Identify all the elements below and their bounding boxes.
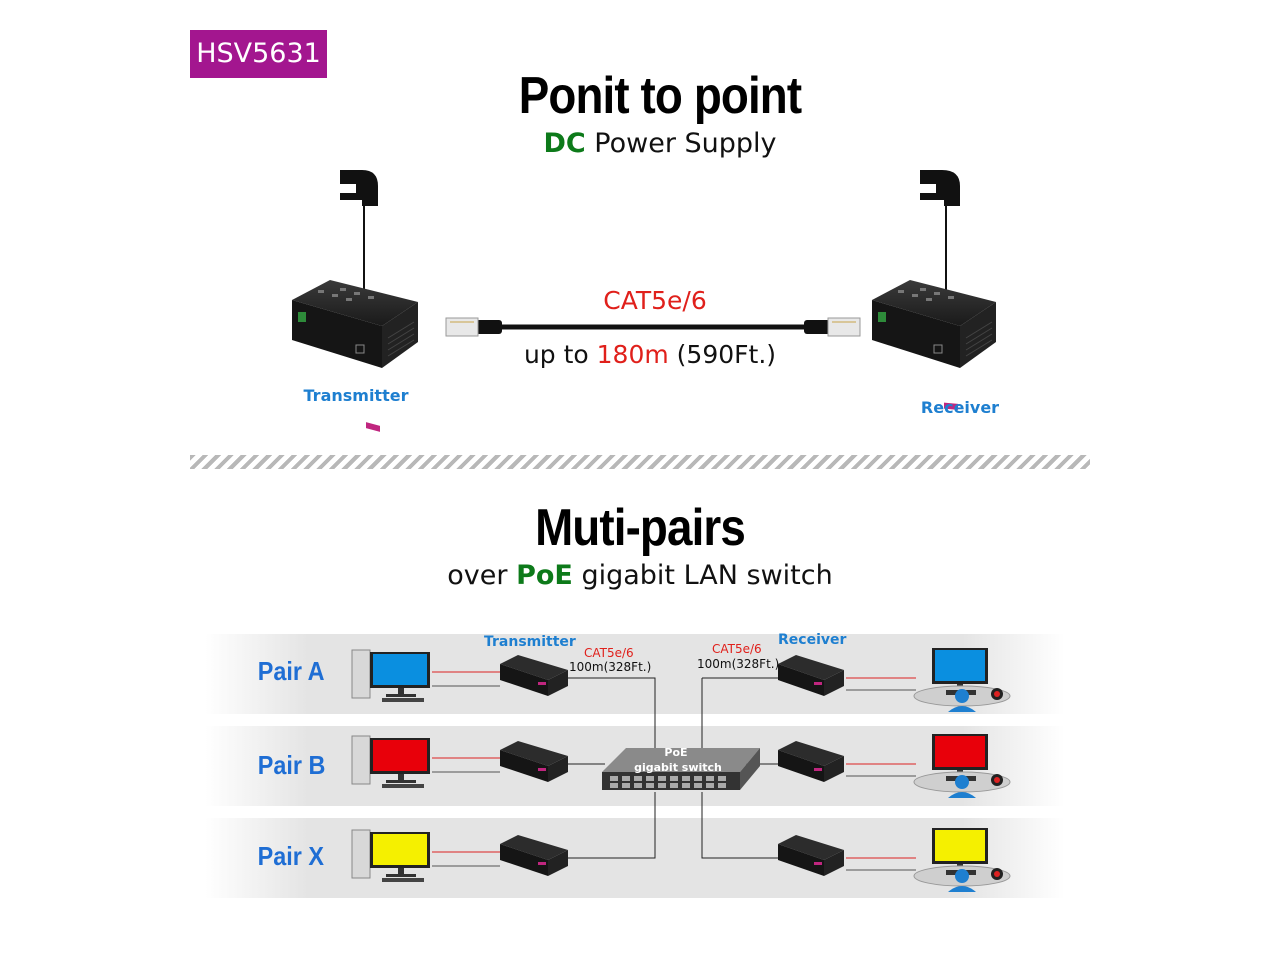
distance-prefix: up to — [523, 340, 597, 369]
ethernet-cable-icon — [445, 317, 861, 337]
distance-value: 180m — [596, 340, 669, 369]
pair-b-transmitter-icon — [500, 741, 568, 782]
pair-b-display-station-icon — [913, 734, 1011, 798]
switch-label-poe: PoE — [664, 746, 688, 759]
distance-suffix: (590Ft.) — [668, 340, 777, 369]
transmitter-device-icon — [292, 280, 418, 432]
poe-highlight: PoE — [516, 560, 573, 591]
pair-x-display-station-icon — [913, 828, 1011, 892]
pair-x-transmitter-icon — [500, 835, 568, 876]
dc-highlight: DC — [543, 128, 586, 159]
point-to-point-diagram — [292, 170, 996, 432]
pair-b-receiver-icon — [778, 741, 916, 782]
point-to-point-title: Ponit to point — [518, 67, 802, 125]
pair-x-display-screen — [935, 830, 985, 861]
pair-a-receiver-icon — [778, 655, 916, 696]
left-wiring — [568, 677, 778, 859]
right-cable-type: CAT5e/6 — [712, 642, 762, 656]
section-divider — [190, 455, 1090, 469]
power-supply-text: Power Supply — [585, 128, 777, 159]
pair-a-display-station-icon — [913, 648, 1011, 712]
multi-pair-diagram — [351, 648, 1011, 892]
switch-label-gigabit: gigabit switch — [634, 761, 722, 774]
pair-a-transmitter-icon — [500, 655, 568, 696]
multi-transmitter-label: Transmitter — [484, 634, 576, 650]
cable-distance-label: up to 180m (590Ft.) — [470, 340, 830, 369]
pair-a-label: Pair A — [257, 656, 325, 686]
pair-b-source-pc-icon — [351, 735, 500, 788]
multi-receiver-label: Receiver — [778, 632, 847, 648]
pair-a-source-pc-icon — [351, 649, 500, 702]
pair-a-display-screen — [935, 650, 985, 681]
gigabit-switch-text: gigabit LAN switch — [572, 560, 833, 591]
left-cable-distance: 100m(328Ft.) — [569, 660, 652, 674]
cable-type-label: CAT5e/6 — [603, 286, 707, 315]
receiver-device-icon — [872, 280, 996, 410]
dc-power-subtitle: DC Power Supply — [440, 128, 880, 159]
over-text: over — [447, 560, 517, 591]
model-badge: HSV5631 — [190, 30, 327, 78]
poe-switch-subtitle: over PoE gigabit LAN switch — [380, 560, 900, 591]
pair-x-source-screen — [373, 834, 427, 865]
pair-b-label: Pair B — [257, 750, 326, 780]
pair-b-source-screen — [373, 740, 427, 771]
left-power-plug-icon — [340, 170, 378, 300]
multi-pairs-title: Muti-pairs — [535, 499, 746, 557]
pair-b-display-screen — [935, 736, 985, 767]
pair-x-label: Pair X — [257, 841, 325, 871]
pair-x-receiver-icon — [778, 835, 916, 876]
transmitter-label: Transmitter — [303, 386, 409, 405]
left-cable-type: CAT5e/6 — [584, 646, 634, 660]
pair-x-source-pc-icon — [351, 829, 500, 882]
right-cable-distance: 100m(328Ft.) — [697, 657, 780, 671]
right-power-plug-icon — [920, 170, 960, 290]
receiver-label: Receiver — [920, 398, 1000, 417]
poe-switch-icon — [602, 748, 760, 790]
pair-a-source-screen — [373, 654, 427, 685]
